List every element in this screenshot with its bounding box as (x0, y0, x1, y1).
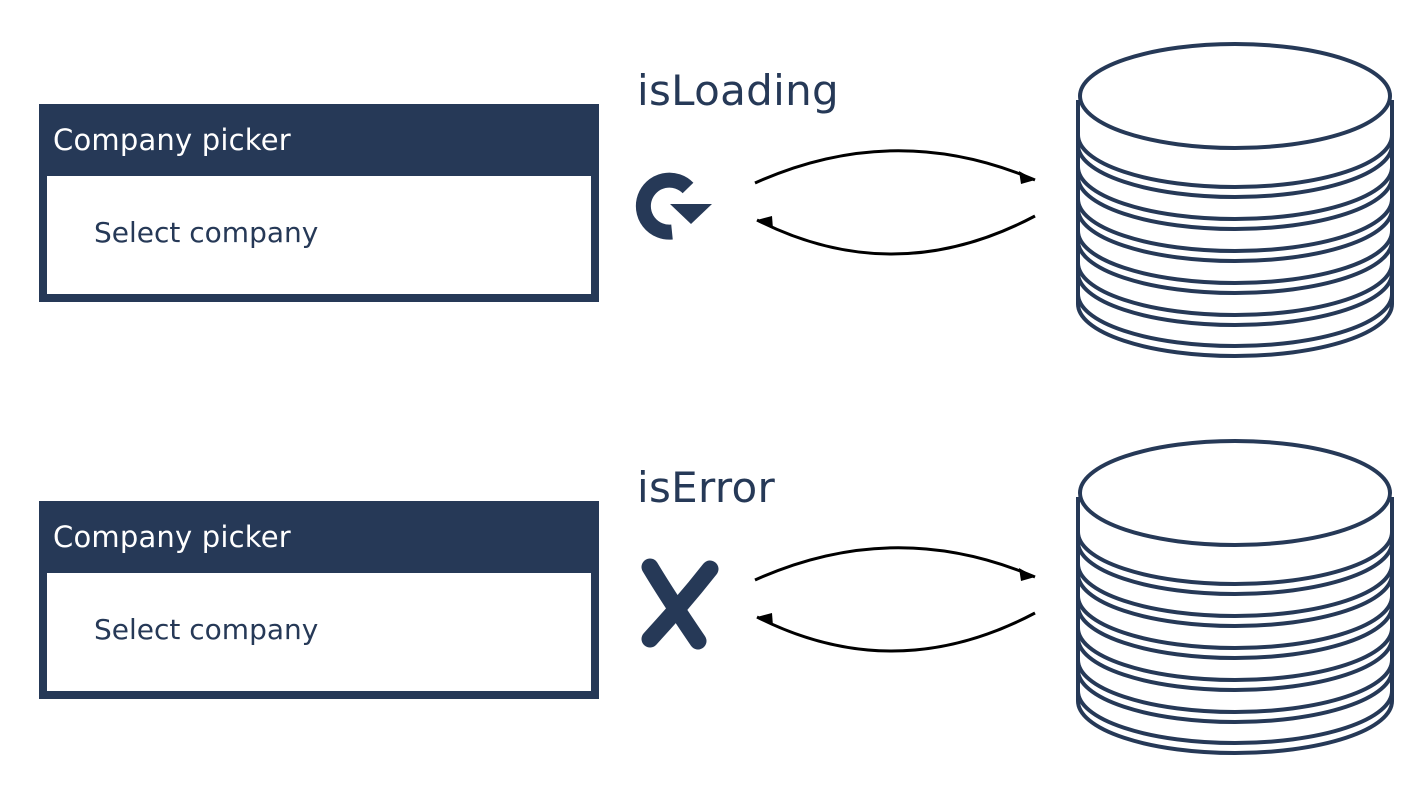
request-response-arrows (745, 140, 1045, 270)
loading-state-row: Company picker Select company isLoading (0, 0, 1420, 396)
company-picker[interactable]: Company picker Select company (39, 104, 599, 302)
request-response-arrows (745, 537, 1045, 667)
company-picker-header: Company picker (39, 501, 599, 573)
refresh-icon (628, 160, 724, 256)
select-company-placeholder[interactable]: Select company (94, 216, 319, 249)
cross-icon (628, 557, 724, 653)
company-picker-title: Company picker (53, 123, 291, 157)
select-company-placeholder[interactable]: Select company (94, 613, 319, 646)
is-error-label: isError (637, 463, 776, 512)
database-icon (1070, 36, 1400, 366)
company-picker-header: Company picker (39, 104, 599, 176)
company-picker[interactable]: Company picker Select company (39, 501, 599, 699)
is-loading-label: isLoading (637, 66, 839, 115)
database-icon (1070, 433, 1400, 763)
error-state-row: Company picker Select company isError (0, 397, 1420, 793)
company-picker-title: Company picker (53, 520, 291, 554)
